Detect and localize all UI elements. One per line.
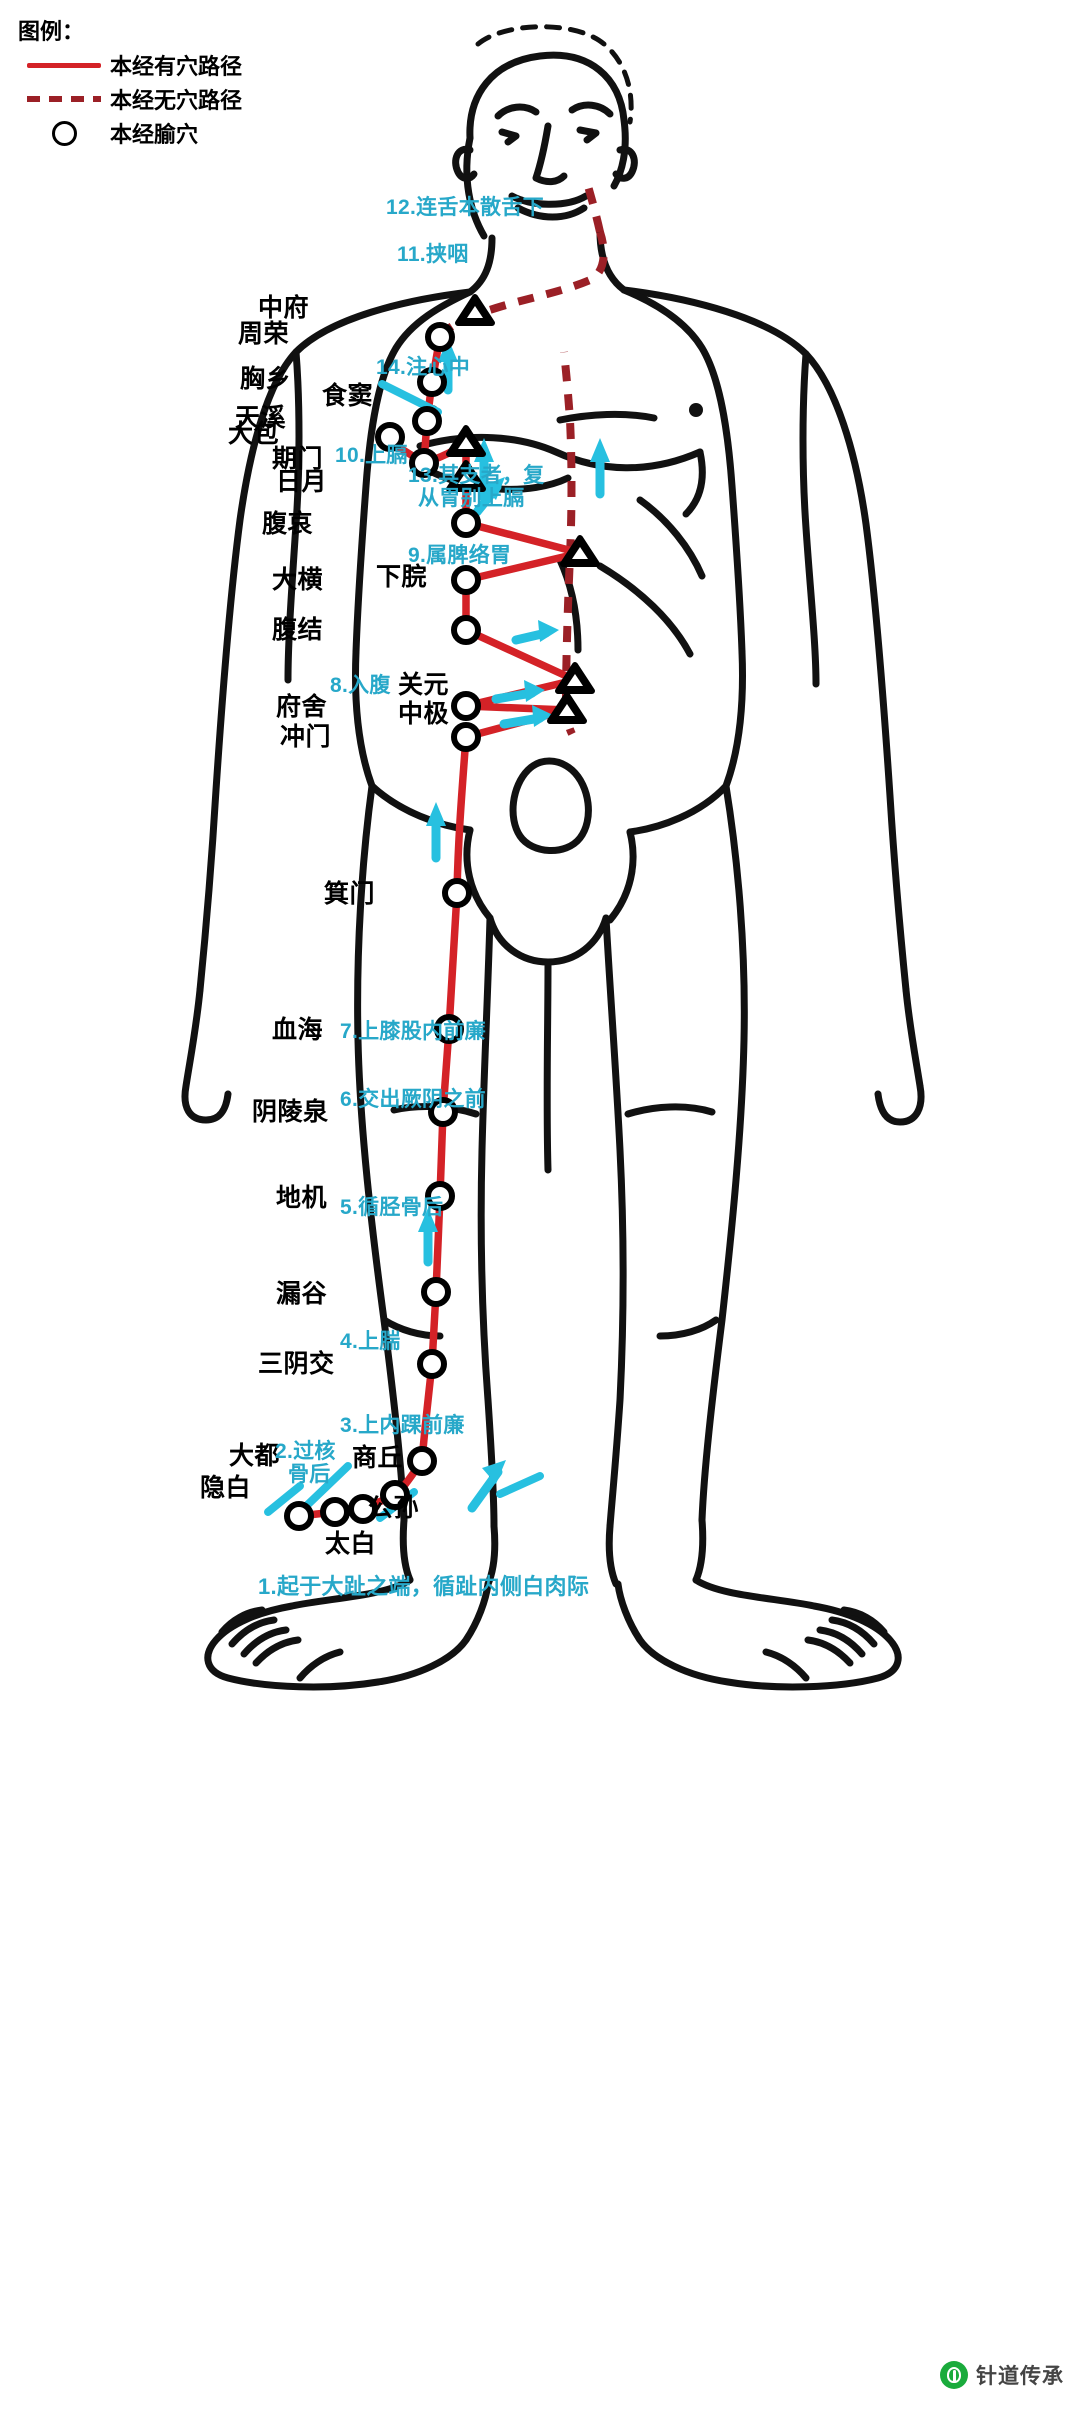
acupoint-label: 公孙: [368, 1494, 420, 1522]
acupoint-marker-circle[interactable]: [451, 565, 481, 595]
acupoint-marker-triangle-inner: [458, 437, 474, 449]
acupoint-label: 大包: [228, 420, 280, 448]
acupoint-label: 周荣: [238, 320, 290, 348]
acupoint-label: 府舍: [276, 693, 328, 721]
meridian-annotation-10: 10.上膈: [335, 444, 408, 467]
acupoint-marker-circle[interactable]: [451, 508, 481, 538]
acupoint-marker-triangle-inner: [467, 306, 483, 318]
wechat-official-account-icon: [940, 2361, 968, 2389]
watermark: 针道传承: [940, 2360, 1064, 2390]
acupoint-marker-circle[interactable]: [417, 1349, 447, 1379]
acupoint-marker-circle[interactable]: [425, 322, 455, 352]
meridian-annotation-1: 1.起于大趾之端，循趾内侧白肉际: [258, 1574, 590, 1599]
acupoint-label: 商丘: [352, 1444, 404, 1472]
solid-line-icon: [18, 62, 110, 68]
legend-item-dashed: 本经无穴路径: [18, 84, 258, 114]
acupoint-label: 中府: [258, 294, 310, 322]
acupoint-marker-circle[interactable]: [320, 1497, 350, 1527]
meridian-annotation-12: 12.连舌本散舌下: [386, 196, 544, 219]
acupoint-label: 下脘: [376, 563, 428, 591]
acupoint-marker-circle[interactable]: [375, 422, 405, 452]
acupoint-label: 阴陵泉: [252, 1098, 329, 1126]
acupoint-marker-triangle-inner: [458, 472, 474, 484]
acupoint-marker-circle[interactable]: [434, 1014, 464, 1044]
acupoint-marker-triangle-inner: [567, 674, 583, 686]
legend-item-solid-label: 本经有穴路径: [110, 54, 243, 79]
watermark-label: 针道传承: [976, 2365, 1064, 2388]
meridian-annotation-13: 13.其支者，复: [408, 464, 545, 487]
acupoint-label: 食窦: [322, 382, 374, 410]
meridian-annotation-2: 2.过核: [275, 1440, 336, 1463]
acupoint-marker-circle[interactable]: [417, 367, 447, 397]
legend: 图例： 本经有穴路径 本经无穴路径 本经腧穴: [18, 14, 258, 148]
acupoint-label: 漏谷: [276, 1280, 328, 1308]
acupoint-markers: [284, 294, 600, 1531]
meridian-annotation-9: 9.属脾络胃: [408, 544, 512, 567]
meridian-annotation-3: 3.上内踝前廉: [340, 1414, 465, 1437]
acupoint-label: 大横: [272, 566, 324, 594]
acupoint-label: 期门: [272, 445, 324, 473]
meridian-annotation-6: 6.交出厥阴之前: [340, 1088, 486, 1111]
dashed-line-icon: [18, 96, 110, 102]
meridian-annotation-7: 7.上膝股内前廉: [340, 1020, 486, 1043]
acupoint-marker-circle[interactable]: [380, 1480, 410, 1510]
acupoint-label: 冲门: [280, 723, 332, 751]
meridian-annotation-4: 4.上腨: [340, 1330, 401, 1353]
acupoint-marker-triangle-inner: [559, 704, 575, 716]
open-circle-icon: [18, 120, 110, 146]
acupoint-label: 箕门: [324, 880, 376, 908]
acupoint-marker-circle[interactable]: [425, 1181, 455, 1211]
acupoint-label: 天溪: [235, 404, 287, 432]
acupoint-label: 腹哀: [262, 510, 314, 538]
acupoint-label: 大都: [229, 1442, 281, 1470]
acupoint-label: 日月: [276, 468, 328, 496]
acupoint-marker-circle[interactable]: [407, 1446, 437, 1476]
acupoint-label: 地机: [276, 1184, 328, 1212]
body-outline: [181, 24, 925, 1691]
legend-item-point: 本经腧穴: [18, 118, 258, 148]
acupoint-marker-circle[interactable]: [451, 615, 481, 645]
acupoint-label: 腹结: [272, 616, 324, 644]
legend-item-point-label: 本经腧穴: [110, 122, 199, 147]
acupoint-marker-circle[interactable]: [284, 1501, 314, 1531]
meridian-annotation-8: 8.入腹: [330, 674, 391, 697]
acupoint-marker-circle[interactable]: [451, 722, 481, 752]
legend-title: 图例：: [18, 19, 85, 44]
acupoint-label: 中极: [398, 700, 450, 728]
acupoint-marker-circle[interactable]: [412, 406, 442, 436]
meridian-annotation-14: 14.注心中: [376, 356, 470, 379]
acupoint-marker-triangle-inner: [572, 547, 588, 559]
acupoint-label: 血海: [272, 1016, 324, 1044]
acupoint-marker-circle[interactable]: [421, 1277, 451, 1307]
acupoint-marker-circle[interactable]: [348, 1494, 378, 1524]
acupoint-label: 胸乡: [240, 365, 292, 393]
acupoint-marker-circle[interactable]: [409, 448, 439, 478]
acupoint-label: 三阴交: [258, 1350, 335, 1378]
meridian-annotation-13: 从胃别上膈: [418, 487, 525, 510]
meridian-annotation-2: 骨后: [288, 1463, 331, 1486]
acupoint-label: 关元: [398, 671, 450, 699]
acupoint-label: 隐白: [200, 1474, 252, 1502]
meridian-annotation-11: 11.挟咽: [397, 243, 469, 266]
acupoint-label: 太白: [325, 1530, 377, 1558]
acupoint-marker-circle[interactable]: [451, 691, 481, 721]
legend-item-solid: 本经有穴路径: [18, 50, 258, 80]
meridian-annotation-5: 5.循胫骨后: [340, 1196, 444, 1219]
acupoint-marker-circle[interactable]: [428, 1097, 458, 1127]
legend-item-dashed-label: 本经无穴路径: [110, 88, 243, 113]
acupoint-marker-circle[interactable]: [442, 878, 472, 908]
direction-arrows: [264, 338, 610, 1522]
